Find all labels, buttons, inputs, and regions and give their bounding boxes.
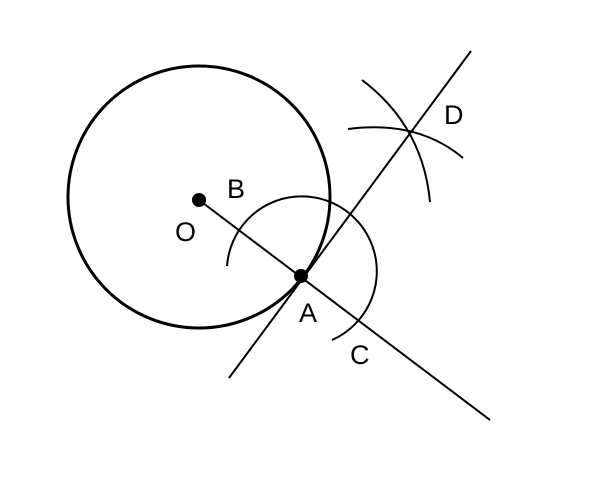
label-o: O [175,217,196,247]
ray-oa [198,199,491,421]
point-a [294,269,308,283]
construction-arc-d-upper [347,126,464,159]
construction-arc-d-lower [361,79,431,203]
label-d: D [444,100,464,130]
point-o [192,193,206,207]
label-c: C [350,340,370,370]
construction-arc-bc [226,195,378,341]
label-a: A [299,298,317,328]
label-b: B [227,174,245,204]
circle-o [66,64,332,330]
